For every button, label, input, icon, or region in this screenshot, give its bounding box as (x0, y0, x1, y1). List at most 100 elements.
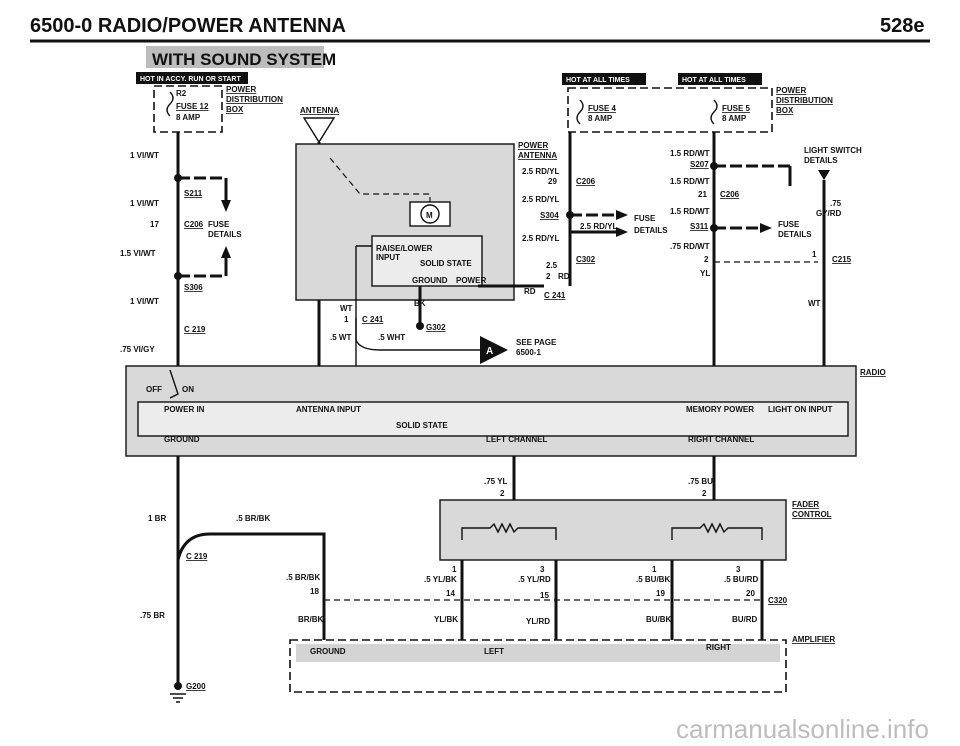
radio-memory-power: MEMORY POWER (686, 405, 754, 414)
lbl-rd: RD (558, 272, 570, 281)
lbl-r-w4: .75 RD/WT (670, 242, 710, 251)
lbl-75br: .75 BR (140, 611, 165, 620)
left-fuse-box (153, 85, 223, 133)
fader-pot-left (461, 522, 557, 540)
pill-hot-accy-text: HOT IN ACCY. RUN OR START (140, 76, 241, 83)
ground-icon (170, 693, 186, 703)
lbl-75: .75 (830, 199, 842, 208)
subtitle: WITH SOUND SYSTEM (152, 50, 336, 69)
amplifier-ground: GROUND (310, 647, 346, 656)
lbl-r-w1: 1.5 RD/WT (670, 149, 710, 158)
pd2-label-3: BOX (776, 106, 794, 115)
right-fuse-box (567, 87, 773, 133)
wire-see-page (355, 318, 480, 351)
lbl-c-w2: 2.5 RD/YL (522, 195, 559, 204)
raise-lower-2: INPUT (376, 253, 400, 262)
fader-pot-right (671, 522, 763, 540)
lbl-bk: BK (414, 299, 426, 308)
lbl-ylbk2: YL/BK (434, 615, 458, 624)
antenna-solid-state (371, 235, 483, 287)
relay-label: R2 (176, 89, 187, 98)
fader-label-2: CONTROL (792, 510, 832, 519)
lbl-ylrd2: YL/RD (526, 617, 550, 626)
lbl-18: 18 (310, 587, 319, 596)
pd2-label-1: POWER (776, 86, 806, 95)
lbl-r-wt: WT (808, 299, 821, 308)
lbl-light-switch-det: DETAILS (804, 156, 838, 165)
lbl-bubk2: BU/BK (646, 615, 672, 624)
watermark: carmanualsonline.info (676, 714, 929, 744)
lbl-15: 15 (540, 591, 549, 600)
lbl-2: 2 (546, 272, 551, 281)
lbl-c206-left: C206 (184, 220, 204, 229)
radio-off: OFF (146, 385, 162, 394)
antenna-ground-label: GROUND (412, 276, 448, 285)
fader-pin-1b: 1 (652, 565, 657, 574)
radio-solid-label: SOLID STATE (396, 421, 448, 430)
amplifier-label: AMPLIFIER (792, 635, 835, 644)
pill-hot-all-2 (678, 73, 762, 85)
arrow-right-icon (616, 210, 628, 220)
fuse12-amp: 8 AMP (176, 113, 201, 122)
splice-s311 (710, 224, 718, 232)
radio-solid-state (137, 401, 849, 437)
lbl-yl: YL (700, 269, 710, 278)
splice-s304 (566, 211, 574, 219)
fuse5-symbol (710, 99, 718, 125)
lbl-5burd: .5 BU/RD (724, 575, 758, 584)
lbl-gy-rd: GY/RD (816, 209, 842, 218)
lbl-75bu: .75 BU (688, 477, 713, 486)
lbl-c-w4: 2.5 RD/YL (580, 222, 617, 231)
lbl-fader-2a: 2 (500, 489, 505, 498)
lbl-g302: G302 (426, 323, 446, 332)
arrow-ls-icon (818, 170, 830, 180)
amplifier-left: LEFT (484, 647, 504, 656)
pill-hot-accy (136, 72, 248, 84)
lbl-r-w2: 1.5 RD/WT (670, 177, 710, 186)
power-antenna-label-1: POWER (518, 141, 548, 150)
ground-g200-dot (174, 682, 182, 690)
fuse12-symbol (166, 91, 174, 117)
lbl-s207: S207 (690, 160, 709, 169)
lbl-r-fuse: FUSE (778, 220, 800, 229)
lbl-c302: C302 (576, 255, 596, 264)
lbl-left-w5: .75 VI/GY (120, 345, 155, 354)
lbl-21: 21 (698, 190, 707, 199)
fuse4-symbol (576, 99, 584, 125)
lbl-5brbk: .5 BR/BK (236, 514, 270, 523)
ground-g302-dot (416, 322, 424, 330)
lbl-rd-2: RD (524, 287, 536, 296)
lbl-r-det: DETAILS (778, 230, 812, 239)
subtitle-band (146, 46, 324, 68)
lbl-s311: S311 (690, 222, 709, 231)
antenna-power-label: POWER (456, 276, 486, 285)
lbl-s211: S211 (184, 189, 203, 198)
lbl-s306: S306 (184, 283, 203, 292)
radio-label: RADIO (860, 368, 886, 377)
lbl-5ylrd: .5 YL/RD (518, 575, 551, 584)
fader-label-1: FADER (792, 500, 819, 509)
lbl-5wht: .5 WHT (378, 333, 405, 342)
antenna-solid-label: SOLID STATE (420, 259, 472, 268)
radio-light-input: LIGHT ON INPUT (768, 405, 833, 414)
page-code: 528e (880, 15, 925, 37)
splice-s207 (710, 162, 718, 170)
power-antenna-label-2: ANTENNA (518, 151, 557, 160)
lbl-17: 17 (150, 220, 159, 229)
radio-right-channel: RIGHT CHANNEL (688, 435, 754, 444)
lbl-left-w4: 1 VI/WT (130, 297, 159, 306)
lbl-1: 1 (344, 315, 349, 324)
lbl-c241: C 241 (544, 291, 566, 300)
fuse5-amp: 8 AMP (722, 114, 747, 123)
raise-lower-1: RAISE/LOWER (376, 244, 433, 253)
lbl-c219-top: C 219 (184, 325, 206, 334)
lbl-5ylbk: .5 YL/BK (424, 575, 457, 584)
lbl-2-5: 2.5 (546, 261, 558, 270)
wire-raise-input (355, 245, 372, 388)
arrow-right-icon-3 (760, 223, 772, 233)
lbl-1br: 1 BR (148, 514, 166, 523)
lbl-light-switch: LIGHT SWITCH (804, 146, 862, 155)
lbl-c206-center: C206 (576, 177, 596, 186)
lbl-s304: S304 (540, 211, 559, 220)
